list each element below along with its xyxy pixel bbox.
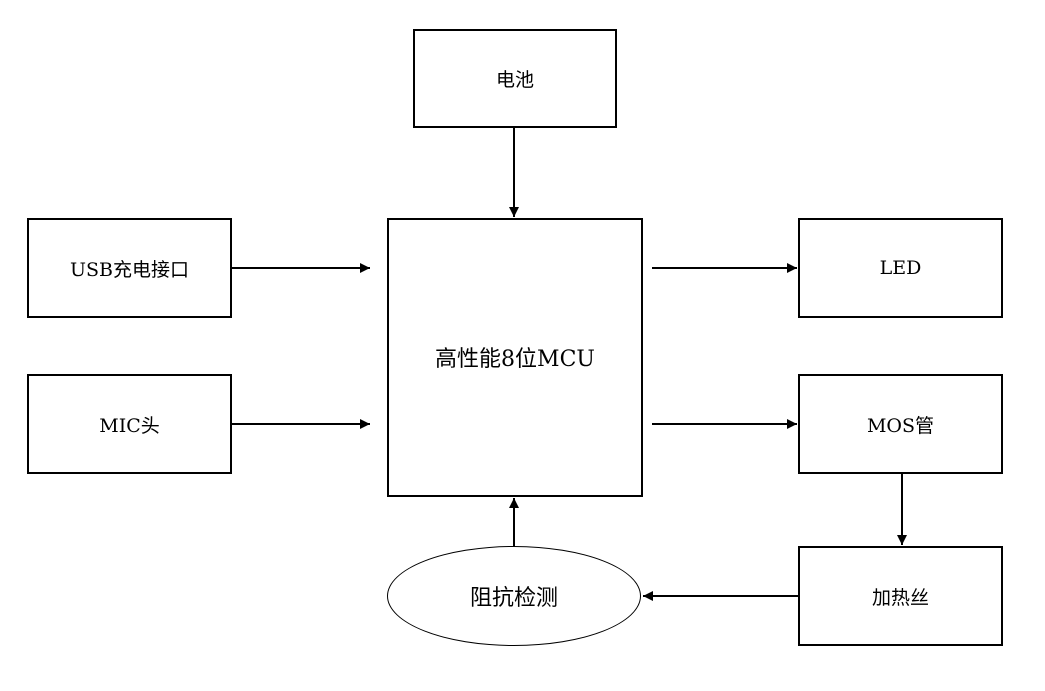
mic-head-label: MIC头 (99, 414, 160, 437)
usb-charging-port-node: USB充电接口 (27, 218, 232, 318)
impedance-detection-node: 阻抗检测 (387, 546, 641, 646)
mcu-node: 高性能8位MCU (387, 218, 643, 497)
impedance-detection-label: 阻抗检测 (469, 586, 558, 611)
heating-wire-node: 加热丝 (798, 546, 1003, 646)
led-label: LED (879, 257, 922, 279)
mic-head-node: MIC头 (27, 374, 232, 474)
mos-tube-label: MOS管 (866, 414, 935, 437)
heating-wire-label: 加热丝 (871, 586, 929, 609)
battery-node: 电池 (413, 29, 617, 128)
usb-charging-port-label: USB充电接口 (70, 258, 189, 281)
led-node: LED (798, 218, 1003, 318)
battery-label: 电池 (495, 69, 534, 91)
mcu-label: 高性能8位MCU (435, 347, 595, 372)
mos-tube-node: MOS管 (798, 374, 1003, 474)
